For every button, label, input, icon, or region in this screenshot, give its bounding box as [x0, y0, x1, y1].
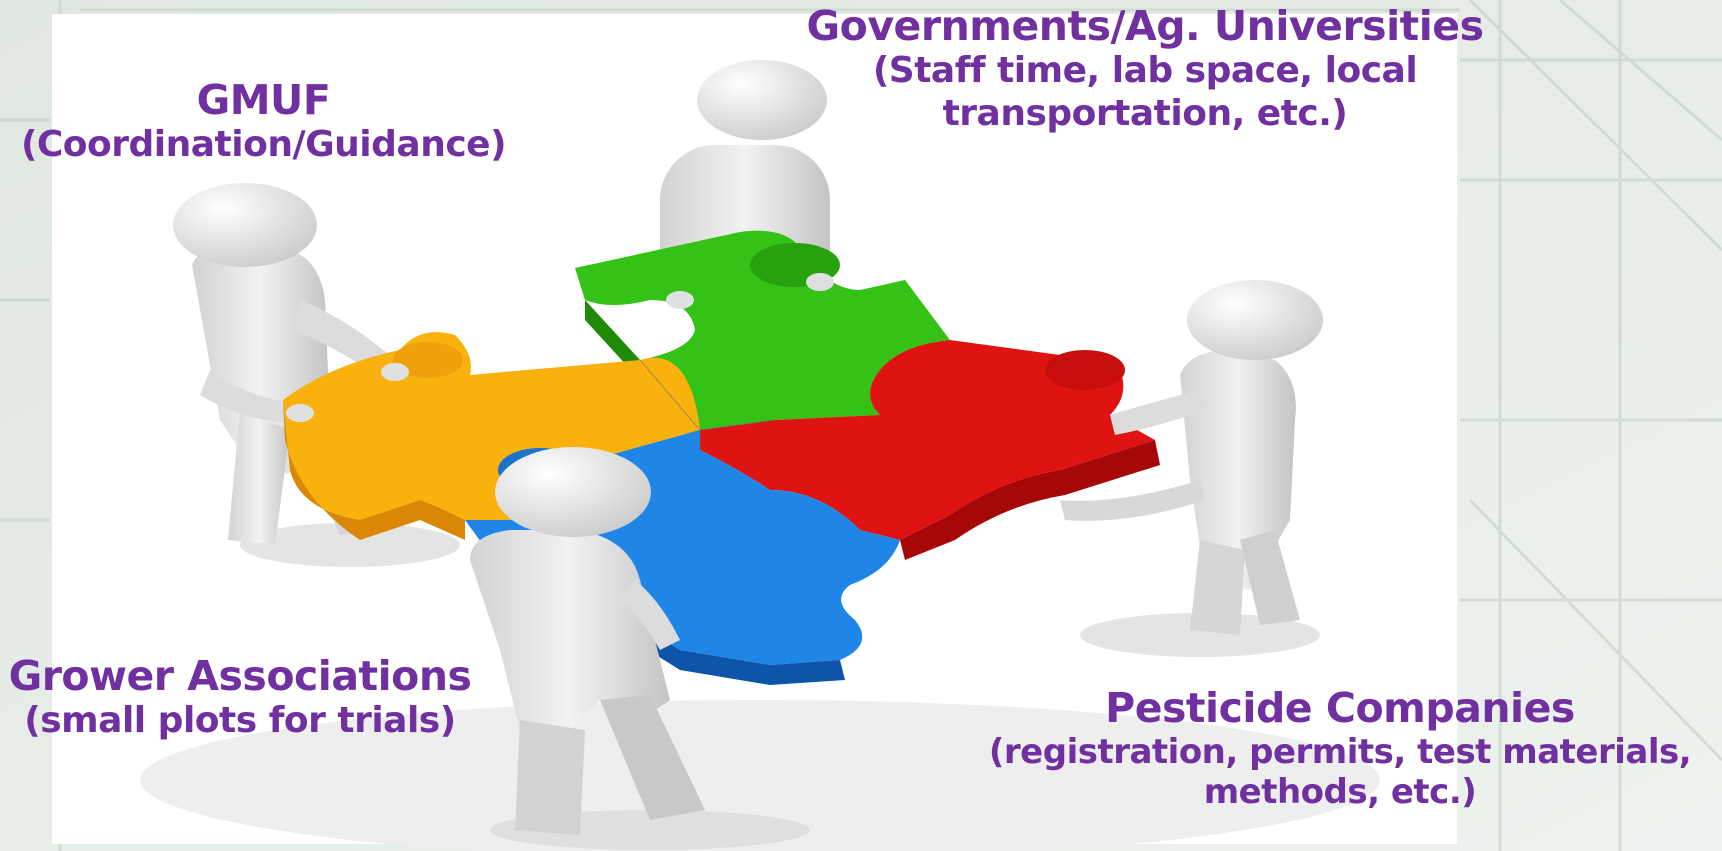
gmuf-subtitle: (Coordination/Guidance)	[20, 124, 507, 166]
figure-right-front	[1060, 280, 1323, 521]
growers-label: Grower Associations (small plots for tri…	[0, 652, 480, 743]
gmuf-label: GMUF (Coordination/Guidance)	[0, 76, 527, 167]
governments-label: Governments/Ag. Universities (Staff time…	[785, 2, 1505, 135]
gmuf-title: GMUF	[196, 76, 331, 124]
growers-subtitle: (small plots for trials)	[24, 700, 456, 742]
puzzle	[283, 230, 1160, 685]
pesticide-subtitle-line1: (registration, permits, test materials,	[988, 732, 1692, 773]
figure-right	[1180, 350, 1300, 635]
governments-title: Governments/Ag. Universities	[806, 2, 1485, 50]
figure-top-hands	[666, 273, 834, 309]
figure-front	[470, 447, 705, 835]
figure-left-hands	[286, 363, 409, 422]
pesticide-title: Pesticide Companies	[1105, 684, 1575, 732]
governments-subtitle-line1: (Staff time, lab space, local	[872, 50, 1418, 92]
pesticide-label: Pesticide Companies (registration, permi…	[965, 684, 1715, 813]
red-piece	[700, 340, 1160, 560]
governments-subtitle-line2: transportation, etc.)	[942, 92, 1348, 134]
pesticide-subtitle-line2: methods, etc.)	[1203, 772, 1477, 813]
growers-title: Grower Associations	[8, 652, 472, 700]
